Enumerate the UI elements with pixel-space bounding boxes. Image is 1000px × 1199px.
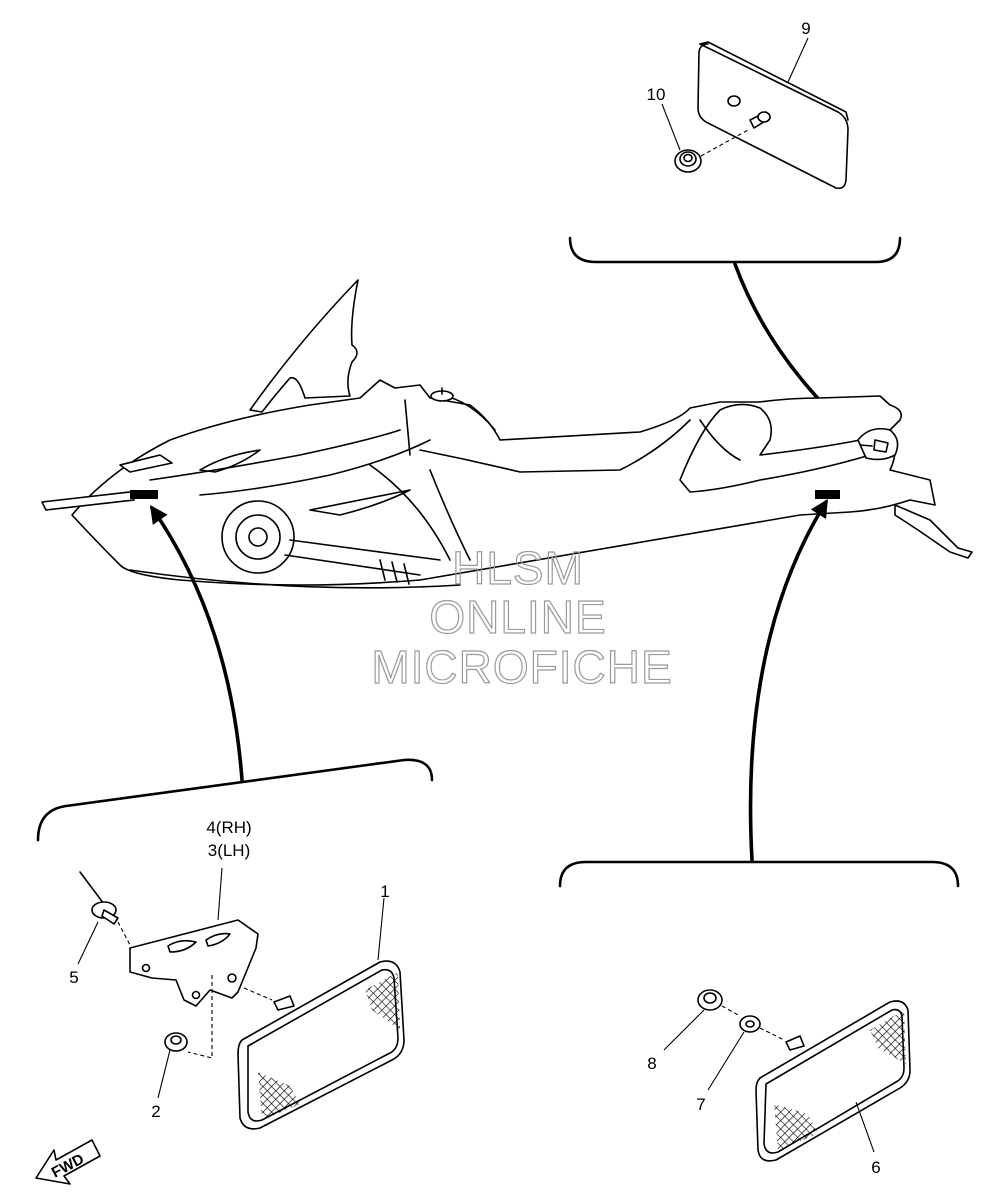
bracket-3-4 (129, 919, 259, 1007)
inset-bracket-right (558, 860, 960, 888)
callout-4: 4(RH) (206, 818, 251, 837)
reflector-plate-assembly (661, 37, 849, 190)
inset-bracket-top (568, 236, 902, 264)
callout-1: 1 (380, 882, 389, 901)
callout-8: 8 (647, 1054, 656, 1073)
callout-3: 3(LH) (208, 841, 251, 860)
callout-10: 10 (647, 85, 666, 104)
washer-7 (739, 1015, 761, 1033)
rear-reflector-assembly (663, 989, 911, 1162)
watermark-line-2: ONLINE (429, 591, 606, 643)
callout-labels: 9 10 4(RH) 3(LH) 1 5 2 8 7 6 (69, 19, 880, 1177)
callout-6: 6 (871, 1158, 880, 1177)
callout-7: 7 (696, 1095, 705, 1114)
inset-bracket-left (36, 758, 434, 842)
fwd-arrow-icon: FWD (35, 1139, 101, 1185)
callout-5: 5 (69, 968, 78, 987)
callout-9: 9 (801, 19, 810, 38)
nut-8 (697, 989, 723, 1011)
callout-2: 2 (151, 1102, 160, 1121)
reflector-1 (237, 960, 405, 1130)
watermark: HLSM ONLINE MICROFICHE (371, 541, 673, 693)
rivet-5 (79, 871, 119, 925)
watermark-line-1: HLSM (452, 542, 584, 594)
snowmobile-body (41, 279, 973, 589)
reflector-6 (755, 1000, 911, 1162)
nut-2 (164, 1032, 188, 1052)
front-reflector-assembly (77, 867, 405, 1130)
watermark-line-3: MICROFICHE (371, 641, 672, 693)
flange-nut-10 (674, 149, 702, 173)
